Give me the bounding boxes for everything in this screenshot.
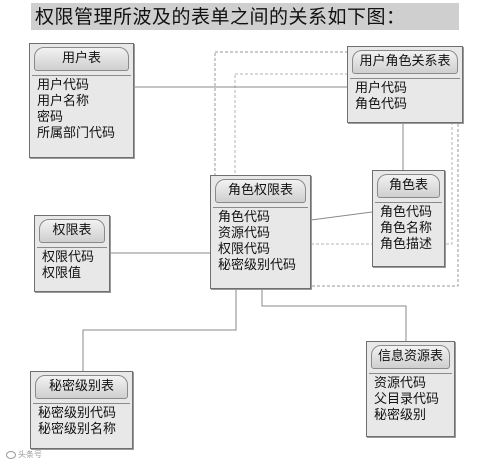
field: 父目录代码	[374, 392, 440, 407]
field: 资源代码	[218, 226, 271, 241]
field: 用户代码	[355, 81, 408, 96]
field: 角色代码	[380, 205, 433, 220]
entity-perm-fields: 权限代码 权限值	[37, 247, 107, 282]
entity-perm-name: 权限表	[39, 219, 105, 243]
group-frame-inner	[234, 73, 453, 245]
entity-secret-name: 秘密级别表	[35, 375, 128, 399]
link-roleperm-role	[310, 211, 373, 221]
entity-user: 用户表 用户代码 用户名称 密码 所属部门代码	[29, 43, 134, 158]
field: 角色描述	[380, 237, 433, 252]
field: 角色名称	[380, 221, 433, 236]
entity-resource-name: 信息资源表	[371, 345, 450, 369]
field: 秘密级别名称	[38, 422, 117, 437]
field: 权限代码	[42, 250, 95, 265]
page-title: 权限管理所波及的表单之间的关系如下图：	[35, 6, 406, 28]
link-roleperm-secret	[82, 289, 237, 371]
field: 权限值	[42, 266, 82, 281]
watermark: 头条号	[6, 449, 42, 460]
field: 权限代码	[218, 242, 271, 257]
field: 用户代码	[37, 78, 90, 93]
entity-user-role: 用户角色关系表 用户代码 角色代码	[347, 46, 463, 123]
field: 秘密级别	[374, 408, 427, 423]
entity-secret-fields: 秘密级别代码 秘密级别名称	[33, 403, 130, 438]
entity-role: 角色表 角色代码 角色名称 角色描述	[372, 170, 445, 267]
watermark-text: 头条号	[18, 450, 42, 459]
entity-user-fields: 用户代码 用户名称 密码 所属部门代码	[32, 75, 131, 142]
group-frame	[214, 51, 459, 287]
entity-role-perm-fields: 角色代码 资源代码 权限代码 秘密级别代码	[213, 207, 308, 274]
entity-role-perm: 角色权限表 角色代码 资源代码 权限代码 秘密级别代码	[210, 175, 311, 289]
field: 秘密级别代码	[218, 258, 297, 273]
entity-role-name: 角色表	[377, 174, 440, 198]
field: 秘密级别代码	[38, 406, 117, 421]
field: 角色代码	[218, 210, 271, 225]
entity-resource: 信息资源表 资源代码 父目录代码 秘密级别	[366, 341, 455, 437]
entity-user-name: 用户表	[34, 47, 129, 71]
field: 密码	[37, 110, 64, 125]
field: 用户名称	[37, 94, 90, 109]
entity-role-fields: 角色代码 角色名称 角色描述	[375, 202, 442, 253]
link-roleperm-resource	[261, 289, 407, 341]
entity-user-role-name: 用户角色关系表	[352, 50, 458, 74]
title-band	[31, 3, 459, 30]
entity-role-perm-name: 角色权限表	[215, 179, 306, 203]
field: 资源代码	[374, 376, 427, 391]
watermark-icon	[6, 450, 16, 459]
entity-resource-fields: 资源代码 父目录代码 秘密级别	[369, 373, 452, 424]
field: 角色代码	[355, 97, 408, 112]
entity-user-role-fields: 用户代码 角色代码	[350, 78, 460, 113]
entity-secret: 秘密级别表 秘密级别代码 秘密级别名称	[30, 371, 133, 449]
entity-perm: 权限表 权限代码 权限值	[34, 215, 110, 292]
field: 所属部门代码	[37, 126, 116, 141]
